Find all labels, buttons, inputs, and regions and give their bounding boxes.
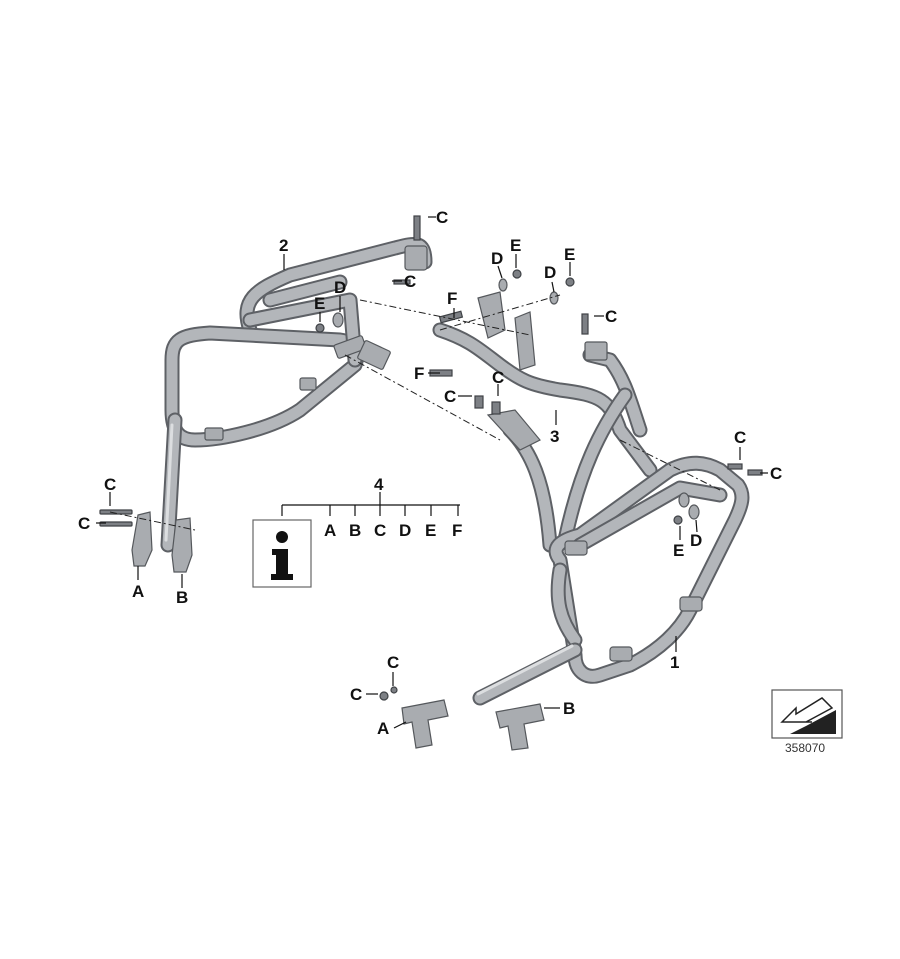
label-a-left: A [132, 582, 144, 601]
label-c-center-left: C [444, 387, 456, 406]
kit-item-f: F [452, 521, 462, 540]
kit-item-b: B [349, 521, 361, 540]
clamp-set-bottom [379, 686, 545, 751]
pannier-frame-right [472, 455, 750, 706]
carrier-frame-center [432, 291, 658, 553]
label-c-top: C [436, 208, 448, 227]
callout-part-1: 1 [670, 653, 679, 672]
kit-legend: A B C D E F [252, 492, 462, 588]
label-c-center-top: C [492, 368, 504, 387]
label-c-frame2: C [404, 272, 416, 291]
drawing-reference: 358070 [771, 689, 843, 755]
label-a-bottom: A [377, 719, 389, 738]
clamp-set-left [99, 509, 193, 573]
label-c-left-side: C [78, 514, 90, 533]
drawing-number: 358070 [785, 741, 825, 755]
hardware-parts [315, 215, 763, 525]
label-c-frame3: C [605, 307, 617, 326]
callout-part-4: 4 [374, 475, 384, 494]
label-f-upper: F [447, 289, 457, 308]
leader-lines [96, 216, 768, 729]
label-e-center2: E [564, 245, 575, 264]
callout-part-3: 3 [550, 427, 559, 446]
label-e-left: E [314, 294, 325, 313]
label-c-left-top: C [104, 475, 116, 494]
info-icon [252, 519, 312, 588]
direction-arrow-icon [771, 689, 843, 739]
kit-item-d: D [399, 521, 411, 540]
label-c-right-top: C [734, 428, 746, 447]
label-b-bottom: B [563, 699, 575, 718]
label-c-bottom-top: C [387, 653, 399, 672]
kit-item-e: E [425, 521, 436, 540]
label-c-bottom-side: C [350, 685, 362, 704]
label-b-left: B [176, 588, 188, 607]
label-d-left: D [334, 278, 346, 297]
label-e-right: E [673, 541, 684, 560]
assembly-center-lines [109, 294, 721, 531]
label-d-right: D [690, 531, 702, 550]
label-e-center1: E [510, 236, 521, 255]
label-c-right-side: C [770, 464, 782, 483]
label-d-center2: D [544, 263, 556, 282]
callout-part-2: 2 [279, 236, 288, 255]
label-f-lower: F [414, 364, 424, 383]
label-d-center1: D [491, 249, 503, 268]
kit-item-a: A [324, 521, 336, 540]
kit-item-c: C [374, 521, 386, 540]
pannier-frame-left [160, 236, 433, 553]
